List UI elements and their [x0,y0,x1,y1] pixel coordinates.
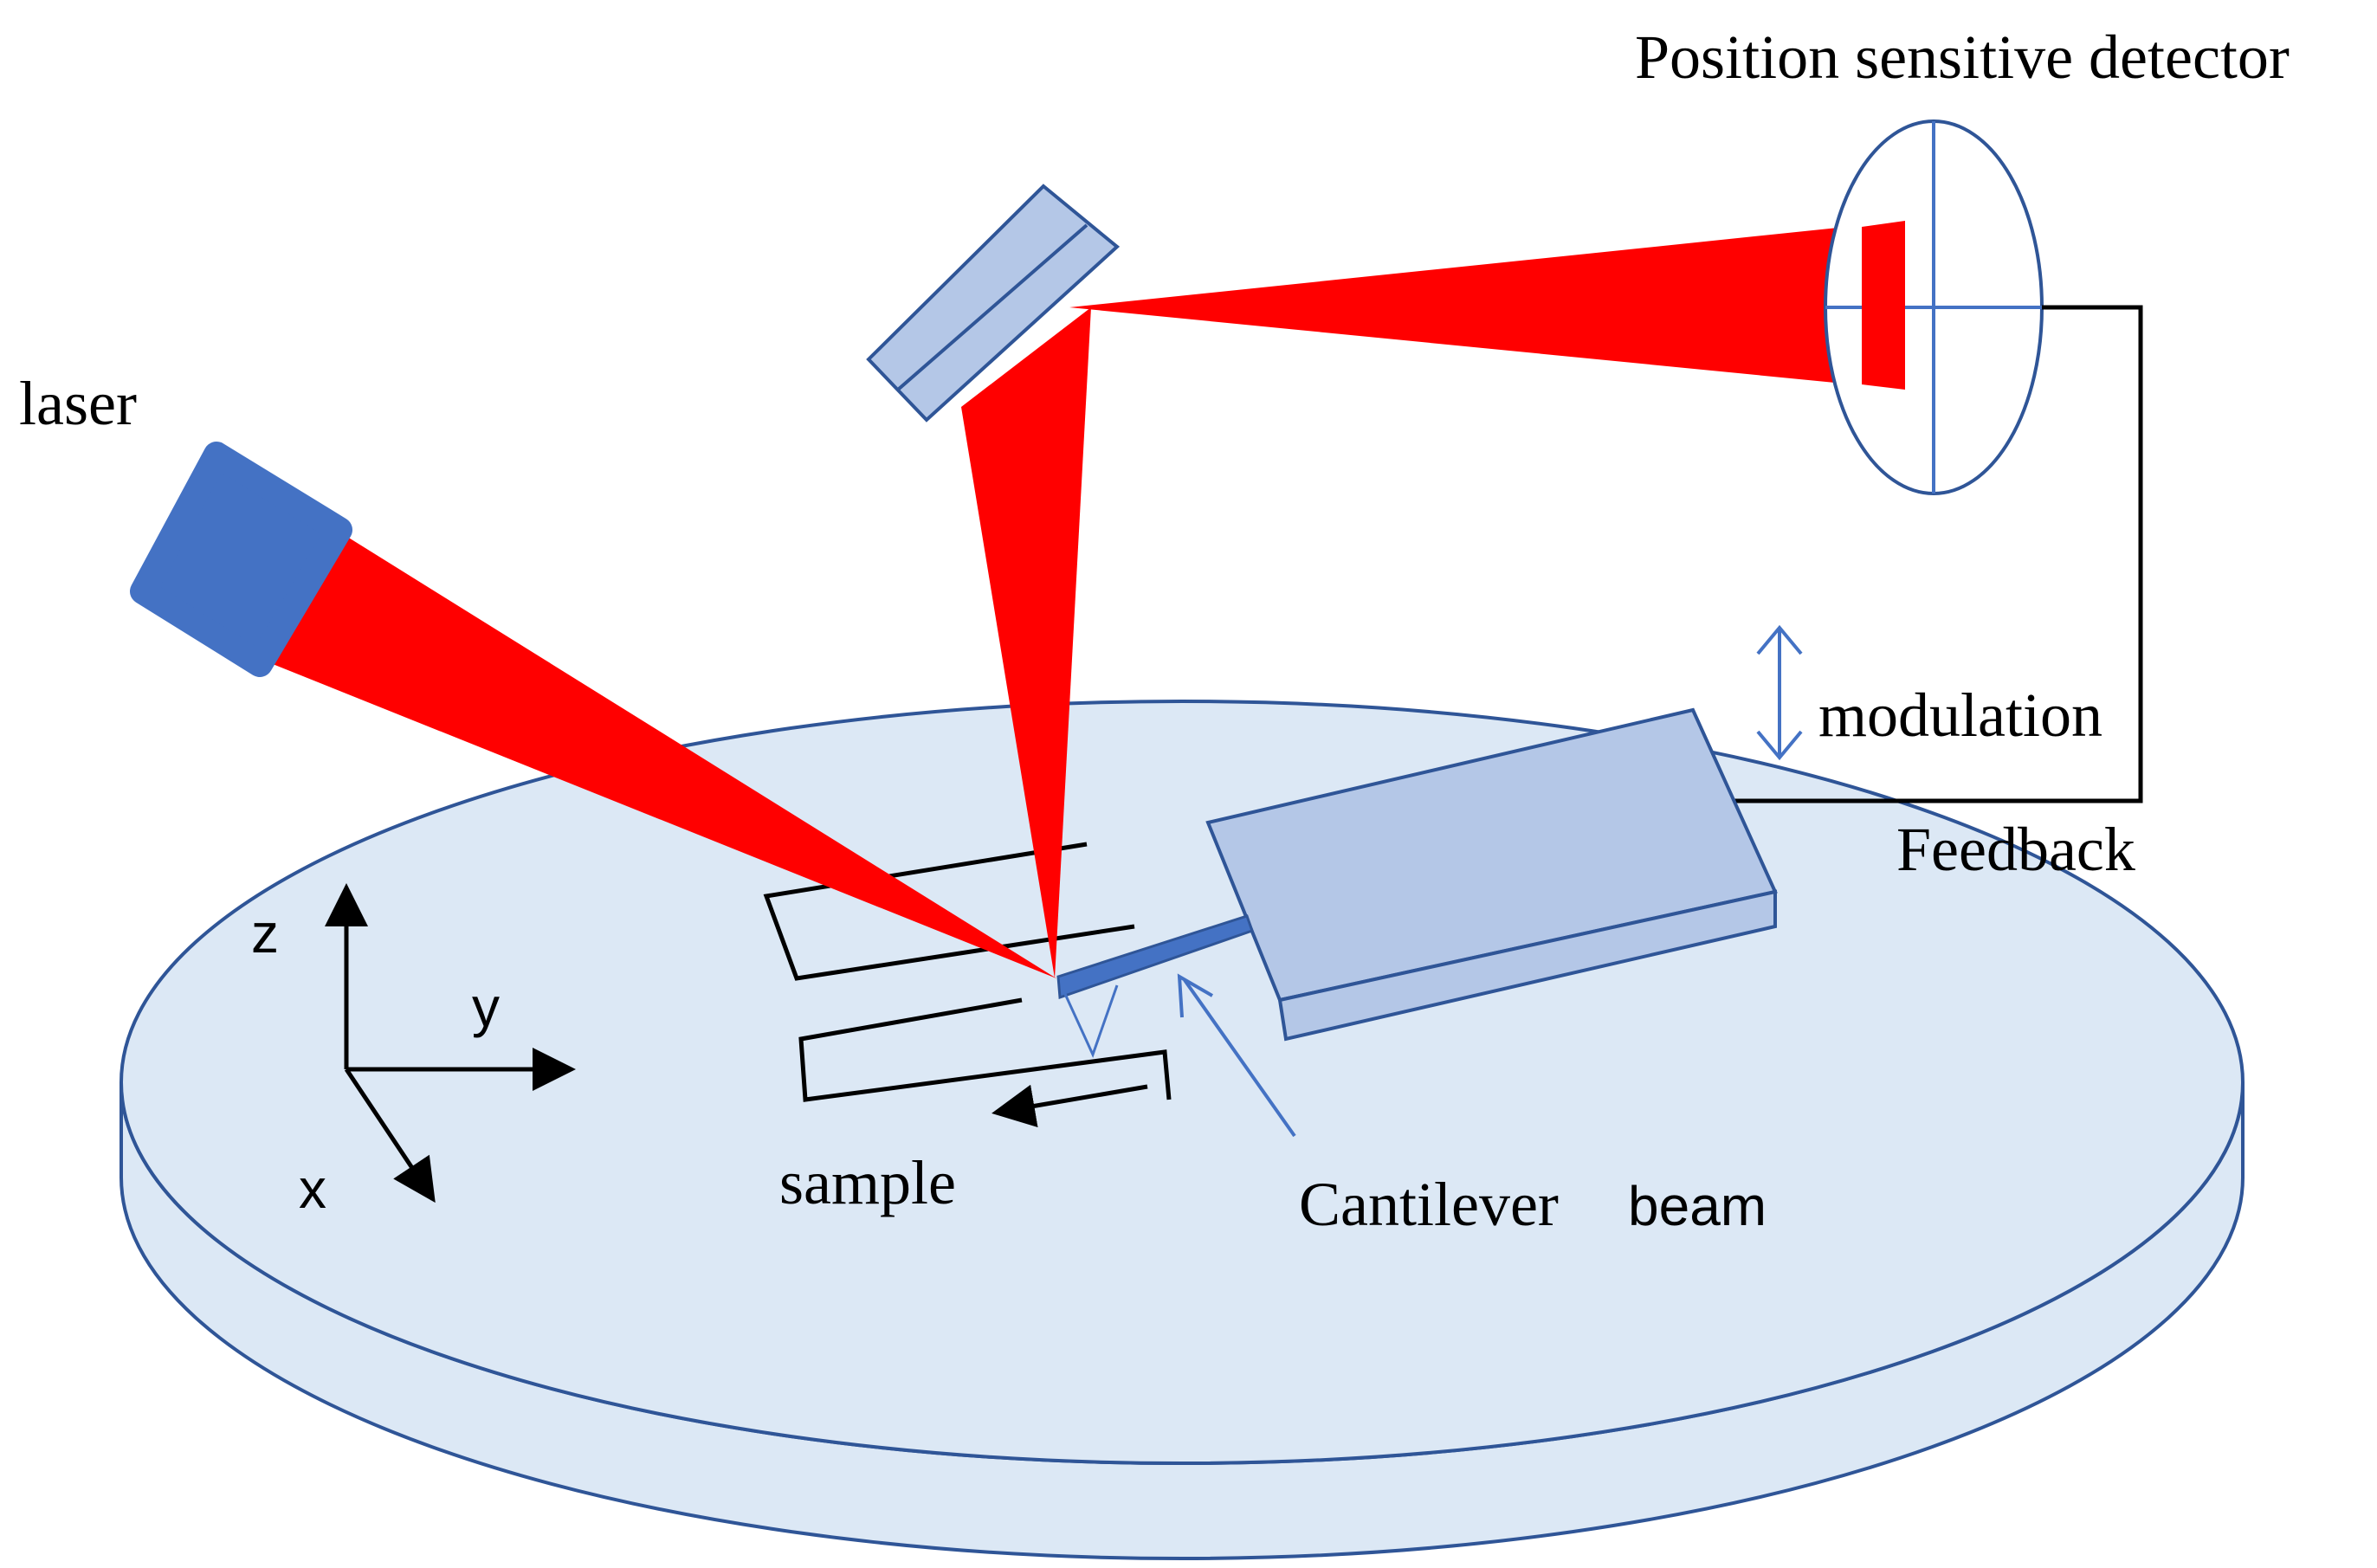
reflected-beam-to-detector [1069,221,1905,390]
cantilever-pointer-arrow [1177,973,1296,1138]
coordinate-axes: z y x [251,883,576,1220]
label-sample: sample [779,1148,956,1217]
feedback-wire [1728,305,2143,803]
position-sensitive-detector [1824,119,2044,495]
detector-beam-overlay [1862,221,1905,390]
mirror-face-line [896,223,1088,391]
label-modulation: modulation [1818,681,2102,750]
label-cantilever-word: Cantilever [1299,1170,1559,1239]
axis-label-z: z [251,902,279,965]
scan-direction-arrow [991,1084,1148,1128]
holder-front-face [1277,889,1777,1042]
cantilever-beam [1056,914,1254,1000]
incident-laser-beam [268,528,1056,978]
scan-path-upper [763,842,1135,981]
mirror [866,184,1121,423]
label-feedback: Feedback [1896,815,2135,884]
scan-path-lower [798,997,1172,1102]
axis-label-y: y [472,976,500,1038]
cantilever-tip [1063,984,1119,1059]
x-axis-arrow [344,1068,436,1203]
laser-beams [268,221,1905,978]
axis-label-x: x [299,1158,326,1220]
modulation-arrow [1756,624,1803,761]
scan-path [763,842,1172,1128]
label-beam-word: beam [1628,1175,1767,1237]
laser-source [130,442,352,677]
label-laser: laser [19,369,137,438]
cantilever-holder [1205,707,1778,1042]
reflected-beam-to-mirror [961,307,1091,978]
label-detector: Position sensitive detector [1635,23,2290,92]
